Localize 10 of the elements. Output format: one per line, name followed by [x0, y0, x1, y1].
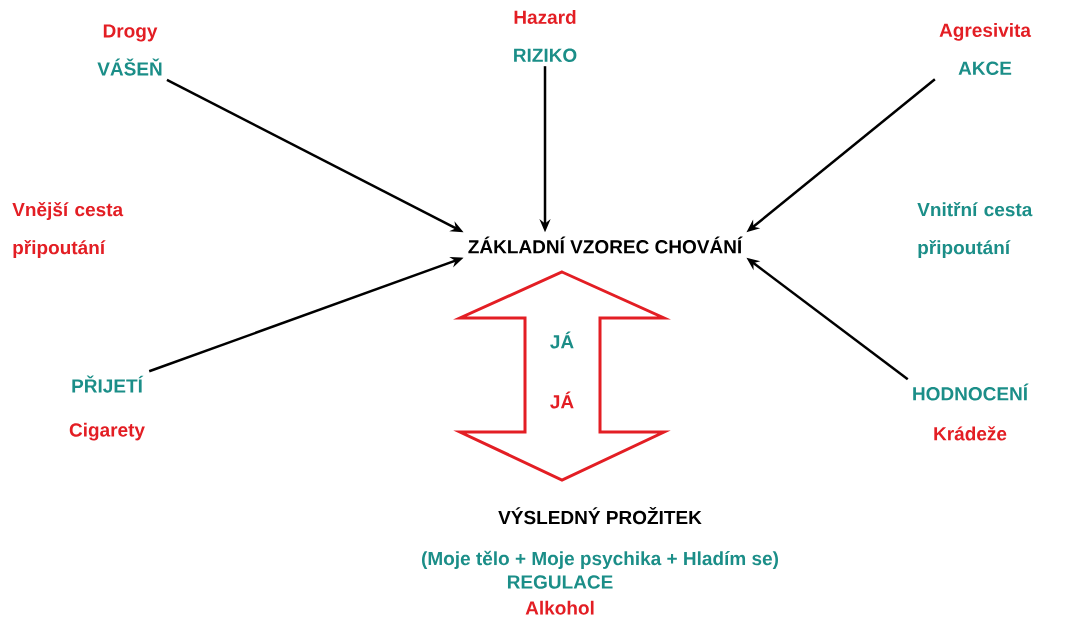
- side-label: Vnější cesta připoutání: [12, 201, 124, 259]
- side-label: Vnitřní cesta připoutání: [917, 201, 1033, 259]
- center-text: ZÁKLADNÍ VZOREC CHOVÁNÍ: [468, 236, 743, 254]
- result-text: VÝSLEDNÝ PROŽITEK (Moje tělo + Moje psychika + Hladím se): [422, 507, 778, 569]
- text-pair: Hazard RIZIKO: [514, 10, 577, 62]
- text-pair: PŘIJETÍ Cigarety: [69, 375, 145, 441]
- text-pair: Drogy VÁŠEŇ: [97, 24, 162, 76]
- text-pair: Agresivita AKCE: [939, 23, 1032, 75]
- text-pair: REGULACE Alkohol: [507, 575, 613, 615]
- text-pair: HODNOCENÍ Krádeže: [913, 383, 1029, 441]
